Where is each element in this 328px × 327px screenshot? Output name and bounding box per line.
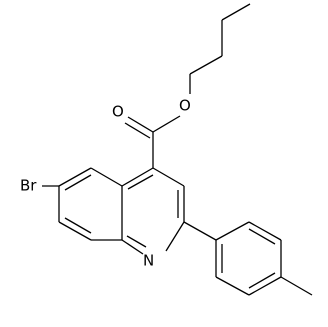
atom-label-bromine: Br — [20, 177, 37, 195]
bond-carbonyl-double-outer — [127, 116, 154, 133]
bond-tolyl-2-3 — [248, 221, 282, 241]
bond-butyl-terminal — [221, 3, 251, 21]
bond-c5-c6 — [58, 167, 92, 187]
bond-c7-c8-inner — [64, 217, 92, 234]
bond-o-carbonyl-carbon — [152, 115, 181, 133]
bond-tolyl-4-5 — [248, 276, 282, 296]
atom-label-ring-nitrogen: N — [143, 252, 154, 270]
atom-labels: O O Br N — [20, 97, 191, 270]
bond-butyl-2 — [189, 55, 223, 75]
bond-n1-c8a-inner — [126, 235, 147, 248]
bond-n1-c8a — [121, 239, 144, 255]
quinoline-pyridine-ring — [121, 167, 185, 255]
atom-label-carbonyl-oxygen: O — [112, 103, 124, 121]
bond-tolyl-2-3-inner — [248, 228, 276, 245]
tolyl-ring — [183, 221, 313, 296]
bond-c4a-c4-inner — [127, 174, 154, 190]
bond-c4a-c4 — [121, 167, 154, 187]
bond-tolyl-1-2 — [215, 221, 250, 241]
ester-group — [124, 115, 181, 168]
atom-label-ester-oxygen: O — [179, 97, 191, 115]
bond-c4-c3 — [152, 167, 185, 187]
bond-c2-n1 — [165, 221, 185, 252]
bond-c4a-c5 — [90, 167, 123, 187]
bond-tolyl-5-6 — [215, 276, 250, 296]
bond-c2-tolyl — [183, 221, 217, 241]
bond-tolyl-methyl — [280, 276, 313, 296]
butyl-chain — [189, 3, 251, 94]
quinoline-benzo-ring — [42, 167, 123, 241]
bond-c5-c6-inner — [64, 174, 92, 191]
bond-c7-c8 — [58, 221, 92, 241]
bond-tolyl-4-5-inner — [248, 272, 276, 289]
bond-carbonyl-double-inner — [124, 122, 151, 139]
